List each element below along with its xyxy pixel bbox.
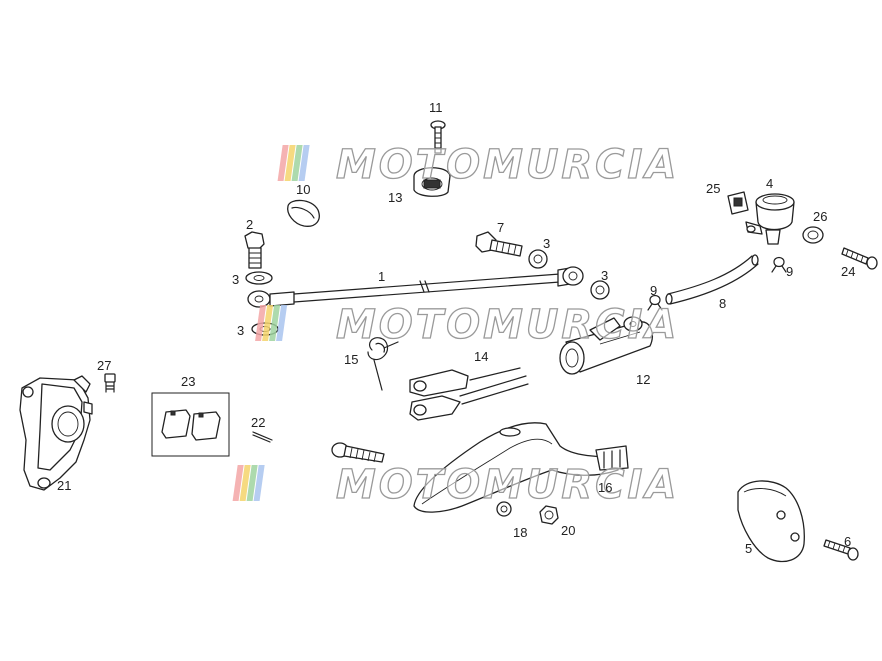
callout-27: 27	[97, 358, 111, 373]
callout-3: 3	[232, 272, 239, 287]
watermark-stripes	[255, 305, 288, 341]
watermark: MOTOMURCIA	[232, 461, 679, 509]
part-10-hose-clip	[287, 199, 320, 227]
watermark-stripe	[255, 305, 267, 341]
callout-3: 3	[601, 268, 608, 283]
part-9-hose-clip	[647, 294, 663, 311]
part-11-screw	[430, 120, 446, 154]
callout-9: 9	[650, 283, 657, 298]
part-13-hose-clamp	[413, 167, 451, 197]
callout-23: 23	[181, 374, 195, 389]
part-15-return-spring	[367, 337, 399, 391]
part-7-banjo-bolt	[475, 231, 523, 257]
callout-labels: 1 2 3 3 3 3 4 5 6 7 8 9 9 10 11 12 13 14…	[57, 100, 855, 556]
watermark-stripe	[277, 145, 289, 181]
part-21-brake-caliper	[19, 375, 93, 491]
callout-20: 20	[561, 523, 575, 538]
callout-12: 12	[636, 372, 650, 387]
part-9-hose-clip	[771, 256, 787, 273]
watermark-stripe	[239, 465, 251, 501]
watermark-stripe	[246, 465, 258, 501]
part-22-split-pin	[252, 431, 273, 443]
part-16-brake-pedal	[413, 422, 629, 513]
watermark-text: MOTOMURCIA	[336, 142, 679, 188]
callout-14: 14	[474, 349, 488, 364]
callout-26: 26	[813, 209, 827, 224]
callout-7: 7	[497, 220, 504, 235]
callout-16: 16	[598, 480, 612, 495]
watermark-stripe	[284, 145, 296, 181]
callout-25: 25	[706, 181, 720, 196]
watermark-stripe	[232, 465, 244, 501]
watermark-stripe	[269, 305, 281, 341]
watermark-text: MOTOMURCIA	[336, 302, 679, 348]
callout-1: 1	[378, 269, 385, 284]
part-3-washer	[245, 271, 273, 285]
part-6-screw	[823, 539, 859, 561]
part-8-reservoir-hose	[665, 254, 759, 305]
watermark-stripe	[276, 305, 288, 341]
watermark-stripes	[232, 465, 265, 501]
part-5-guard	[737, 480, 805, 563]
part-2-banjo-bolt	[244, 231, 265, 269]
callout-11: 11	[429, 100, 443, 115]
part-1-brake-hose	[247, 266, 584, 308]
part-23-brake-pads	[151, 392, 230, 457]
watermark-text: MOTOMURCIA	[336, 462, 679, 508]
part-4-fluid-reservoir	[745, 193, 795, 245]
watermark-stripe	[253, 465, 265, 501]
part-3-washer	[528, 249, 548, 269]
watermark-stripe	[262, 305, 274, 341]
part-18-washer	[496, 501, 512, 517]
callout-8: 8	[719, 296, 726, 311]
part-27-bleed-screw	[104, 373, 116, 393]
callout-6: 6	[844, 534, 851, 549]
callout-2: 2	[246, 217, 253, 232]
watermark: MOTOMURCIA	[255, 301, 679, 349]
part-24-screw	[841, 247, 878, 270]
callout-3: 3	[543, 236, 550, 251]
watermark: MOTOMURCIA	[277, 141, 679, 189]
watermark-stripes	[277, 145, 310, 181]
watermark-stripe	[291, 145, 303, 181]
callout-10: 10	[296, 182, 310, 197]
callout-5: 5	[745, 541, 752, 556]
part-20-nut	[539, 505, 559, 525]
callout-3: 3	[237, 323, 244, 338]
callout-9: 9	[786, 264, 793, 279]
watermark-stripe	[298, 145, 310, 181]
callout-13: 13	[388, 190, 402, 205]
callout-18: 18	[513, 525, 527, 540]
part-3-washer	[590, 280, 610, 300]
callout-15: 15	[344, 352, 358, 367]
callout-24: 24	[841, 264, 855, 279]
part-26-seal	[802, 226, 824, 244]
part-pivot-bolt	[331, 442, 385, 463]
part-25-clip-nut	[727, 191, 749, 215]
part-14-pushrod	[409, 367, 529, 421]
callout-21: 21	[57, 478, 71, 493]
callout-4: 4	[766, 176, 773, 191]
callout-22: 22	[251, 415, 265, 430]
part-12-master-cylinder	[559, 316, 654, 375]
